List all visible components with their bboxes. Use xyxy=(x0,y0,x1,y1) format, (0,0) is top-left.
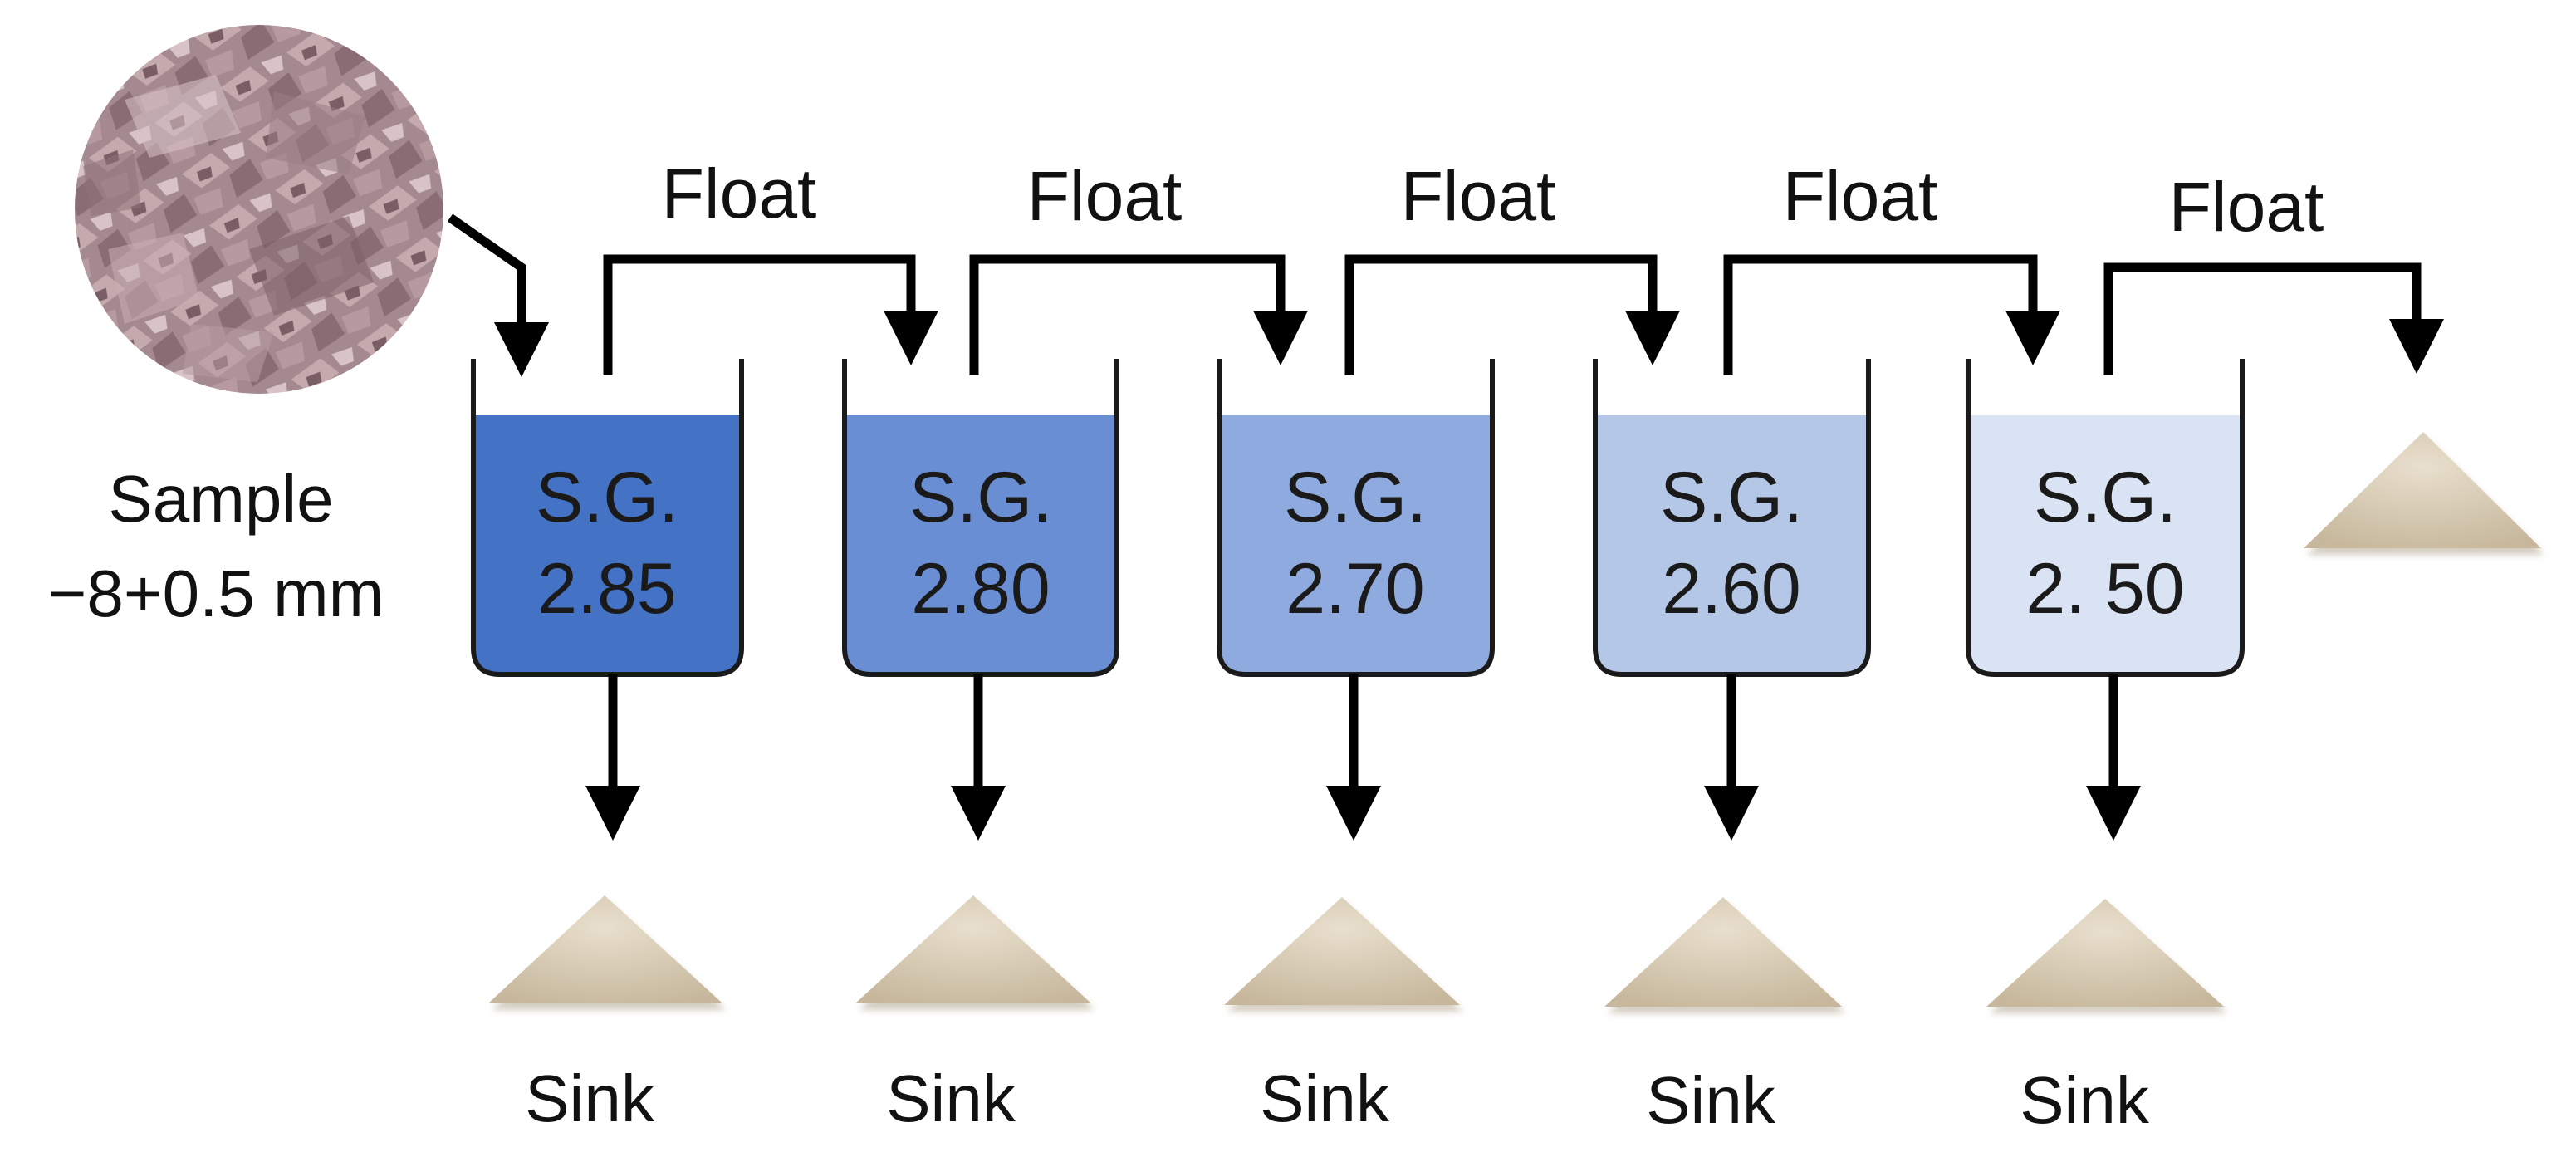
sink-label-5: Sink xyxy=(2020,1063,2150,1137)
float-arrow-4 xyxy=(1723,254,2060,375)
tank-5: S.G. 2. 50 xyxy=(1966,359,2245,677)
sink-label-1: Sink xyxy=(525,1061,655,1135)
tank-2: S.G. 2.80 xyxy=(842,359,1119,677)
float-arrow-3 xyxy=(1344,254,1680,375)
tank-liquid xyxy=(1968,415,2242,674)
sample-label-line2: −8+0.5 mm xyxy=(48,556,384,630)
tank-sg-label: S.G. xyxy=(2034,458,2177,537)
sink-label-4: Sink xyxy=(1646,1063,1776,1137)
sand-pile-icon xyxy=(488,895,726,1010)
tank-sg-value: 2.80 xyxy=(911,549,1050,629)
sink-label-2: Sink xyxy=(886,1061,1016,1135)
float-arrow-2 xyxy=(969,254,1308,375)
tank-1: S.G. 2.85 xyxy=(471,359,744,677)
float-label-5: Float xyxy=(2169,168,2324,246)
tank-sg-value: 2.60 xyxy=(1662,549,1800,629)
float-label-4: Float xyxy=(1783,157,1938,235)
sand-pile-icon xyxy=(2304,432,2544,555)
sand-pile-icon xyxy=(1224,897,1463,1012)
tank-sg-value: 2.85 xyxy=(537,549,676,629)
tank-sg-label: S.G. xyxy=(909,458,1052,537)
tank-4: S.G. 2.60 xyxy=(1593,359,1871,677)
sand-pile-icon xyxy=(855,895,1095,1010)
tank-liquid xyxy=(1595,415,1868,674)
float-arrow-5 xyxy=(2103,262,2444,375)
float-label-2: Float xyxy=(1027,157,1183,235)
tank-sg-label: S.G. xyxy=(536,458,678,537)
float-label-1: Float xyxy=(662,154,817,233)
float-label-3: Float xyxy=(1401,157,1556,235)
tank-sg-value: 2.70 xyxy=(1286,549,1424,629)
sink-label-3: Sink xyxy=(1260,1061,1390,1135)
sample-photo xyxy=(75,25,443,394)
sample-label-line1: Sample xyxy=(108,462,333,536)
tank-wall xyxy=(471,359,744,677)
sample-feed-arrow xyxy=(447,213,549,377)
float-arrow-1 xyxy=(603,254,938,375)
tank-wall xyxy=(1966,359,2245,677)
tank-3: S.G. 2.70 xyxy=(1217,359,1495,677)
tank-liquid xyxy=(1219,415,1492,674)
tank-liquid xyxy=(845,415,1117,674)
tank-liquid xyxy=(473,415,742,674)
sand-pile-icon xyxy=(1986,899,2227,1013)
tank-sg-label: S.G. xyxy=(1660,458,1803,537)
sand-pile-icon xyxy=(1604,897,1845,1013)
tank-sg-label: S.G. xyxy=(1284,458,1427,537)
tank-sg-value: 2. 50 xyxy=(2025,549,2184,629)
